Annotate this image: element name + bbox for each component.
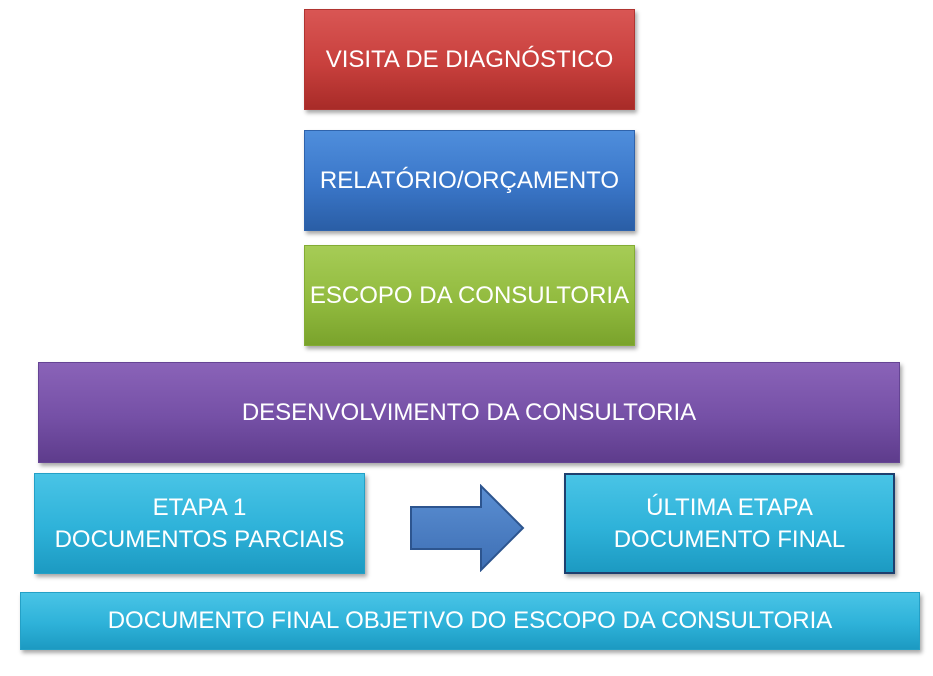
relatorio-orcamento-label: RELATÓRIO/ORÇAMENTO bbox=[319, 166, 620, 194]
escopo-consultoria-box: ESCOPO DA CONSULTORIA bbox=[304, 245, 635, 346]
relatorio-orcamento-box: RELATÓRIO/ORÇAMENTO bbox=[304, 130, 635, 231]
visita-diagnostico-label: VISITA DE DIAGNÓSTICO bbox=[325, 45, 614, 73]
desenvolvimento-consultoria-box: DESENVOLVIMENTO DA CONSULTORIA bbox=[38, 362, 900, 463]
ultima-etapa-subtitle: DOCUMENTO FINAL bbox=[613, 525, 846, 553]
etapa-1-subtitle: DOCUMENTOS PARCIAIS bbox=[54, 525, 345, 553]
escopo-consultoria-label: ESCOPO DA CONSULTORIA bbox=[309, 281, 630, 309]
right-arrow-icon bbox=[410, 484, 525, 572]
desenvolvimento-consultoria-label: DESENVOLVIMENTO DA CONSULTORIA bbox=[241, 398, 697, 426]
documento-final-objetivo-box: DOCUMENTO FINAL OBJETIVO DO ESCOPO DA CO… bbox=[20, 592, 920, 650]
documento-final-objetivo-label: DOCUMENTO FINAL OBJETIVO DO ESCOPO DA CO… bbox=[107, 607, 833, 634]
ultima-etapa-title: ÚLTIMA ETAPA bbox=[646, 493, 813, 521]
visita-diagnostico-box: VISITA DE DIAGNÓSTICO bbox=[304, 9, 635, 110]
ultima-etapa-box: ÚLTIMA ETAPA DOCUMENTO FINAL bbox=[564, 473, 895, 574]
etapa-1-box: ETAPA 1 DOCUMENTOS PARCIAIS bbox=[34, 473, 365, 574]
etapa-1-title: ETAPA 1 bbox=[152, 493, 247, 521]
